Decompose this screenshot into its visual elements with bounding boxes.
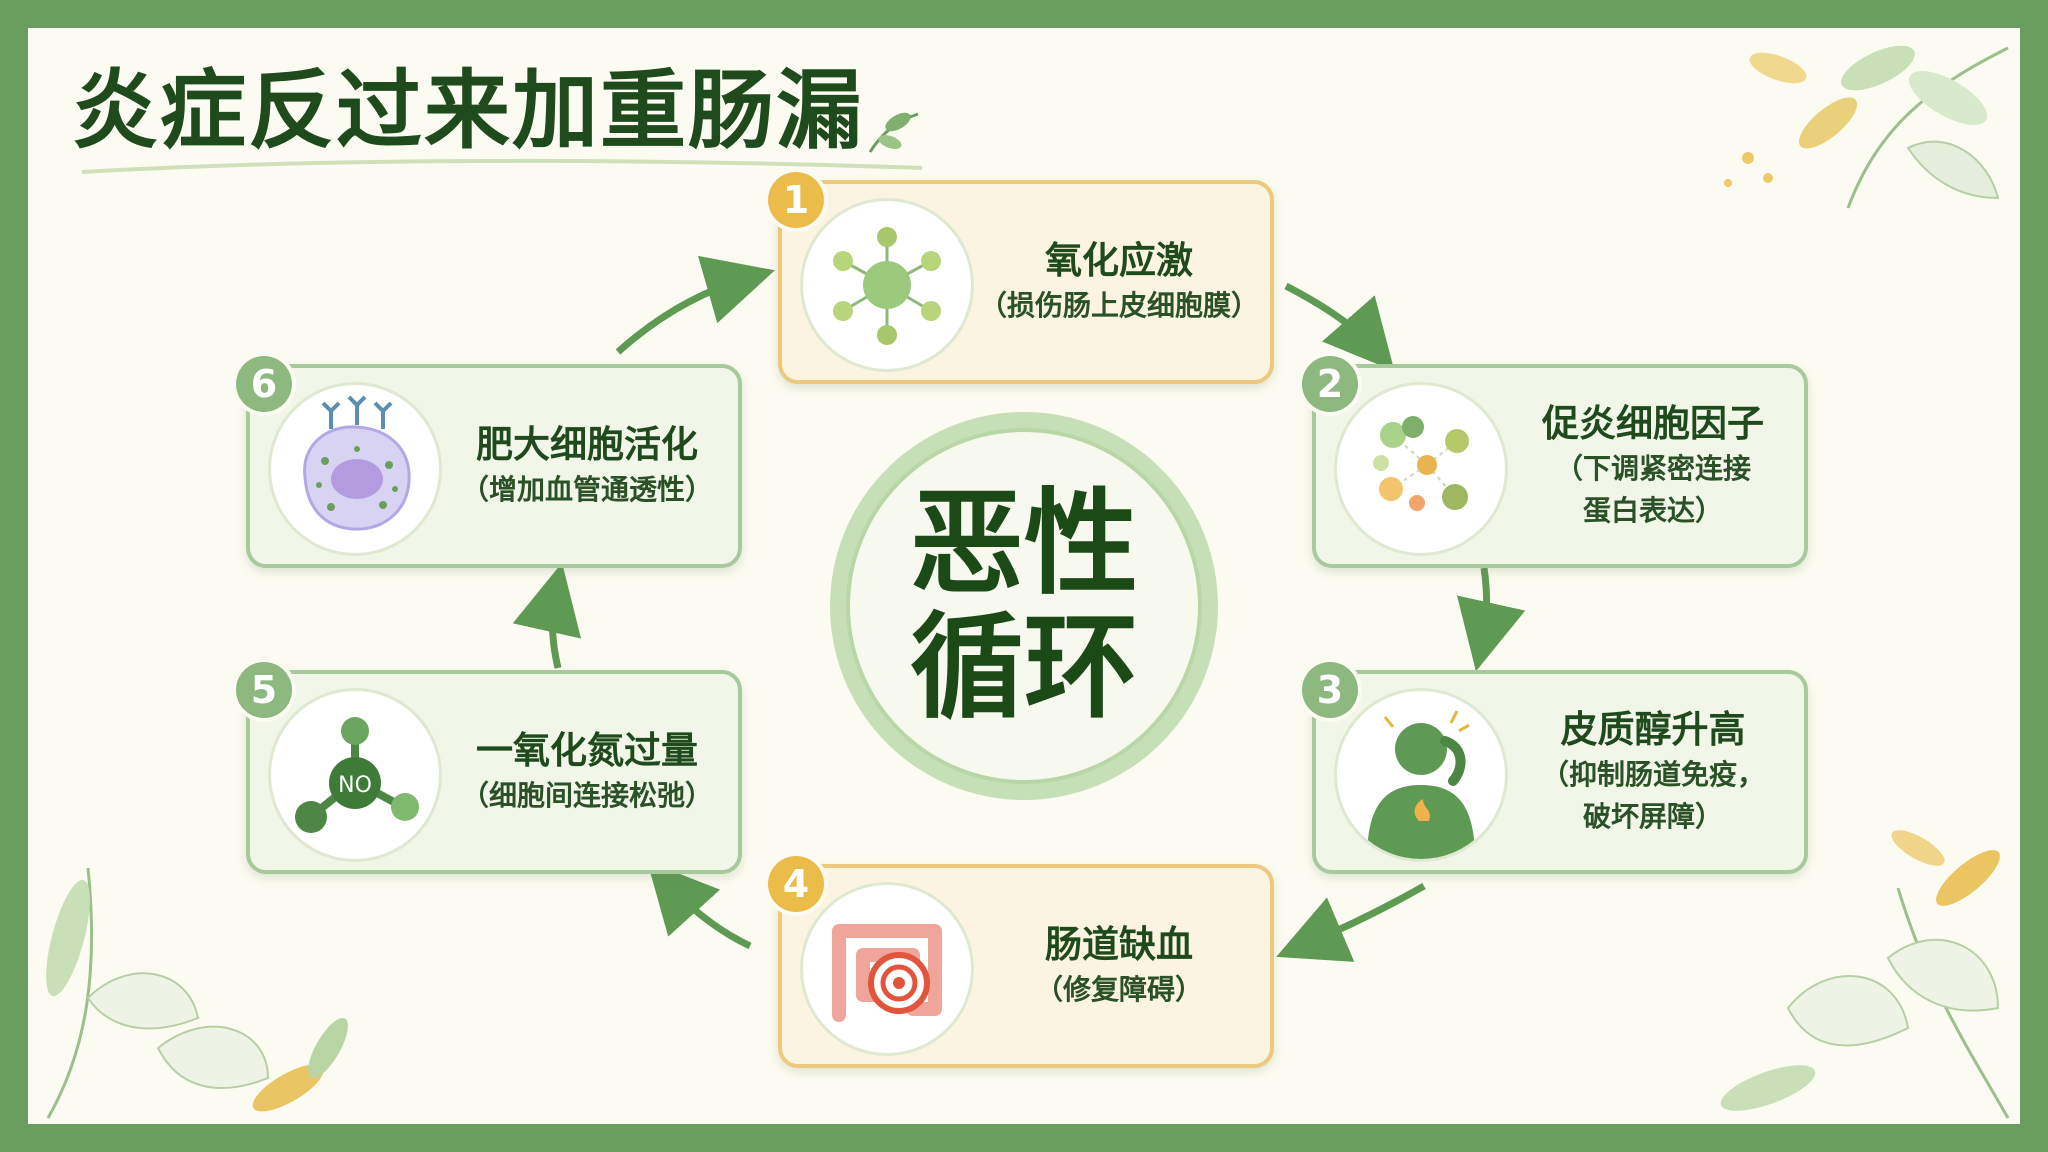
step-card-1: 1 氧化应激 （损伤肠上皮细胞膜） [768,172,1274,384]
nitric-oxide-molecule-icon: NO [268,688,442,862]
step-subtitle-5: （细胞间连接松弛） [460,779,713,812]
step-card-4: 4 肠道缺血 （修复障碍） [768,856,1274,1068]
step-card-3: 3 皮质醇升高 （抑制肠道免疫， 破坏屏障） [1302,662,1808,874]
step-card-6: 6 肥大细胞活化 （增加血管通透性） [236,356,742,568]
step-text-1: 氧化应激 （损伤肠上皮细胞膜） [978,184,1260,380]
cytokine-particles-icon [1334,382,1508,556]
step-number-badge-4: 4 [768,856,824,912]
step-text-2: 促炎细胞因子 （下调紧密连接 蛋白表达） [1512,368,1794,564]
step-text-6: 肥大细胞活化 （增加血管通透性） [446,368,728,564]
flower-decoration-bottom-right-icon [1720,830,2010,1119]
step-title-3: 皮质醇升高 [1560,708,1746,751]
step-title-5: 一氧化氮过量 [476,729,698,772]
arrow-2-to-3 [1456,567,1526,672]
step-card-2: 2 促炎细胞因子 （下调紧密连接 蛋白表达） [1302,356,1808,568]
mast-cell-icon [268,382,442,556]
oxidative-stress-molecule-icon [800,198,974,372]
step-number-badge-2: 2 [1302,356,1358,412]
step-title-2: 促炎细胞因子 [1542,402,1764,445]
title-underline [81,158,923,174]
cycle-arrows [512,255,1526,962]
arrow-3-to-4 [1276,882,1426,962]
step-subtitle-3: （抑制肠道免疫， 破坏屏障） [1540,758,1765,833]
step-text-5: 一氧化氮过量 （细胞间连接松弛） [446,674,728,870]
intestine-target-icon [800,882,974,1056]
title-leaf-icon [868,112,919,153]
step-title-1: 氧化应激 [1045,239,1193,282]
arrow-1-to-2 [1284,282,1395,372]
page-title: 炎症反过来加重肠漏 [72,61,864,161]
step-subtitle-6: （增加血管通透性） [460,473,713,506]
arrow-6-to-1 [615,255,775,355]
step-subtitle-2: （下调紧密连接 蛋白表达） [1554,452,1751,527]
center-label: 恶性 循环 [909,477,1138,734]
step-title-4: 肠道缺血 [1045,923,1193,966]
step-text-3: 皮质醇升高 （抑制肠道免疫， 破坏屏障） [1512,674,1794,870]
arrow-5-to-6 [512,562,582,669]
center-circle: 恶性 循环 [830,412,1218,800]
step-number-badge-1: 1 [768,172,824,228]
step-number-badge-5: 5 [236,662,292,718]
flower-decoration-bottom-left-icon [46,867,348,1119]
center-disc: 恶性 循环 [846,428,1202,784]
step-text-4: 肠道缺血 （修复障碍） [978,868,1260,1064]
no-label: NO [338,773,372,798]
slide-canvas: 炎症反过来加重肠漏 恶性 循环 1 [28,28,2020,1124]
step-subtitle-4: （修复障碍） [1034,973,1203,1006]
step-card-5: 5 NO 一氧化氮过量 （细胞间连接松弛） [236,662,742,874]
step-number-badge-3: 3 [1302,662,1358,718]
leaf-decoration-top-right-icon [1724,45,2009,209]
step-title-6: 肥大细胞活化 [476,423,698,466]
arrow-4-to-5 [647,861,752,950]
step-subtitle-1: （损伤肠上皮细胞膜） [978,289,1259,322]
stressed-person-icon [1334,688,1508,862]
step-number-badge-6: 6 [236,356,292,412]
